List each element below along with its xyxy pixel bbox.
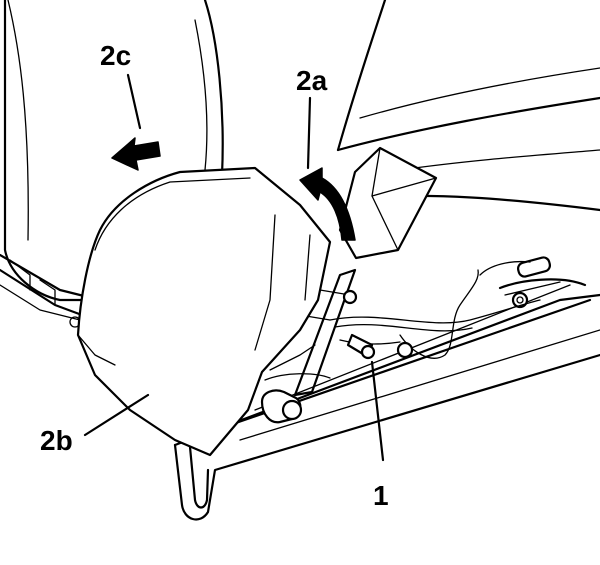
seat-backrest bbox=[3, 0, 224, 302]
arrow-2c-icon bbox=[111, 137, 161, 171]
label-2c: 2c bbox=[100, 40, 131, 71]
seat-cable-bundle bbox=[299, 269, 541, 359]
label-2a: 2a bbox=[296, 65, 328, 96]
cover-fastener-screw bbox=[346, 333, 376, 360]
label-1: 1 bbox=[373, 480, 389, 511]
seat-trim-handle bbox=[338, 146, 438, 260]
side-trim-cover bbox=[76, 166, 332, 457]
callout-leader-lines bbox=[83, 73, 385, 462]
seat-cushion bbox=[336, 0, 600, 212]
arrow-2a-icon bbox=[299, 167, 356, 241]
seat-rail-assembly bbox=[173, 256, 600, 521]
label-2b: 2b bbox=[40, 425, 73, 456]
